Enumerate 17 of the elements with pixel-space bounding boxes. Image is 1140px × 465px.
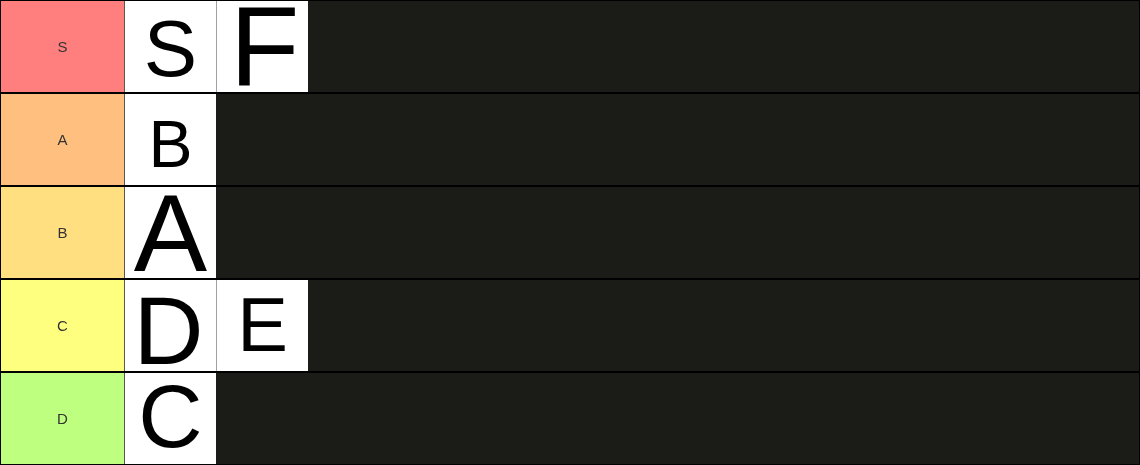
letter-tile: C <box>125 373 216 464</box>
letter-tile: B <box>125 94 216 185</box>
tier-row <box>1 1 1139 92</box>
letter-tile: A <box>125 187 216 278</box>
letter-tile: S <box>125 1 216 92</box>
letter-tile: D <box>125 280 216 371</box>
letter-tile: F <box>216 1 308 92</box>
tier-row <box>1 280 1139 371</box>
tier-label: C <box>1 280 125 371</box>
tier-label: D <box>1 373 125 464</box>
tier-row <box>1 94 1139 185</box>
letter-tile: E <box>216 280 308 371</box>
tier-label: A <box>1 94 125 185</box>
tier-label: B <box>1 187 125 278</box>
tier-row <box>1 187 1139 278</box>
tier-label: S <box>1 1 125 92</box>
tier-row <box>1 373 1139 464</box>
